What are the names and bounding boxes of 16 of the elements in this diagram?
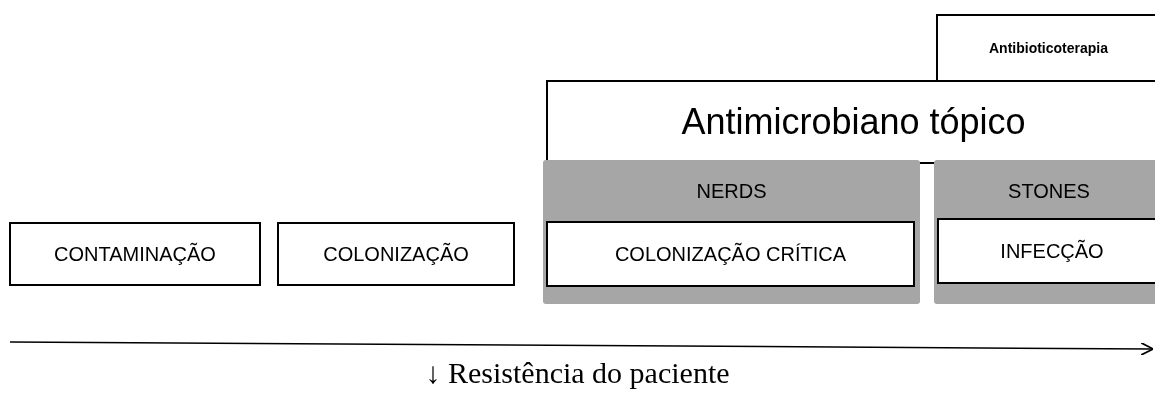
stage-box bbox=[277, 222, 515, 286]
stage-label: COLONIZAÇÃO CRÍTICA bbox=[614, 242, 847, 266]
stage-label: CONTAMINAÇÃO bbox=[54, 242, 216, 266]
stage-label: Antibioticoterapia bbox=[989, 40, 1108, 56]
therapy-box bbox=[936, 14, 1155, 82]
axis-caption: ↓ Resistência do paciente bbox=[424, 356, 731, 390]
stage-label: COLONIZAÇÃO bbox=[323, 242, 469, 266]
stage-box bbox=[937, 218, 1155, 284]
panel-heading: NERDS bbox=[695, 180, 768, 203]
stage-label: INFECÇÃO bbox=[1000, 239, 1104, 263]
stage-label: Antimicrobiano tópico bbox=[681, 101, 1026, 143]
criteria-panel bbox=[934, 160, 1155, 304]
stage-box bbox=[9, 222, 261, 286]
stage-box bbox=[546, 221, 915, 287]
criteria-panel bbox=[543, 160, 920, 304]
panel-heading: STONES bbox=[1007, 180, 1091, 203]
